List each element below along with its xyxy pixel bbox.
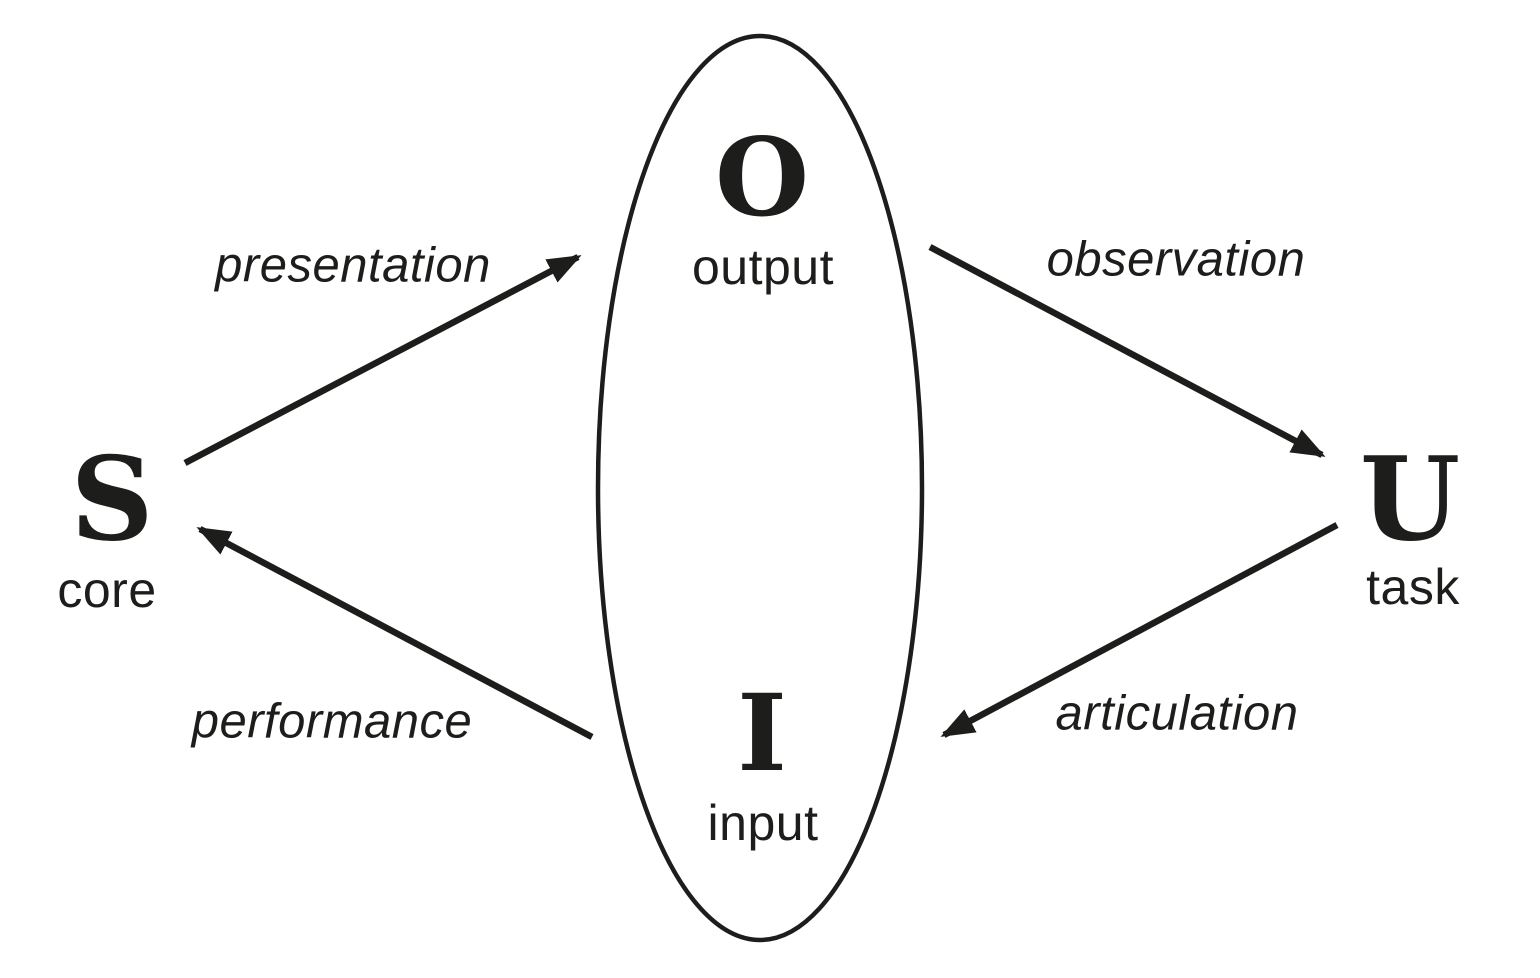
performance-arrow xyxy=(196,526,594,740)
output-node-letter: O xyxy=(714,115,810,241)
system-node-letter: S xyxy=(70,432,154,568)
input-node-label: input xyxy=(707,795,819,851)
user-node-letter: U xyxy=(1359,432,1461,568)
user-node-label: task xyxy=(1366,559,1460,615)
presentation-arrow xyxy=(183,254,582,466)
interface-ellipse xyxy=(595,33,925,943)
observation-arrow xyxy=(928,244,1326,458)
input-node-letter: I xyxy=(737,670,787,795)
output-node-label: output xyxy=(691,239,835,295)
observation-arrow-label: observation xyxy=(1046,232,1306,287)
articulation-arrow-label: articulation xyxy=(1055,686,1299,741)
performance-arrow-label: performance xyxy=(191,694,473,749)
articulation-arrow xyxy=(940,522,1339,738)
presentation-arrow-label: presentation xyxy=(215,238,491,293)
system-node-label: core xyxy=(57,562,157,618)
